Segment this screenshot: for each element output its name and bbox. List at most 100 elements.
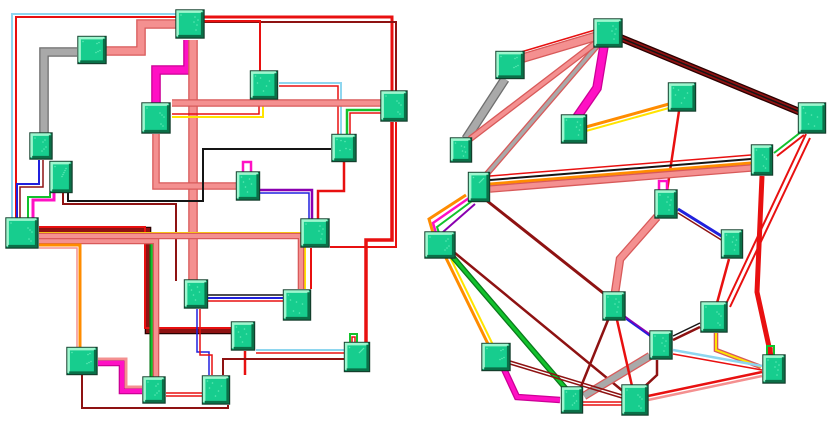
graph-edge[interactable] bbox=[316, 162, 346, 219]
graph-edge[interactable] bbox=[431, 196, 470, 234]
graph-edge[interactable] bbox=[444, 257, 491, 347]
node-body[interactable] bbox=[495, 50, 525, 80]
node-body[interactable] bbox=[467, 171, 491, 203]
graph-node[interactable] bbox=[49, 160, 73, 194]
graph-node[interactable] bbox=[602, 291, 626, 321]
graph-node[interactable] bbox=[282, 289, 312, 321]
node-body[interactable] bbox=[797, 102, 827, 134]
node-body[interactable] bbox=[621, 384, 649, 416]
graph-edge[interactable] bbox=[729, 137, 811, 308]
graph-edge[interactable] bbox=[19, 160, 44, 218]
node-body[interactable] bbox=[183, 279, 209, 309]
node-body[interactable] bbox=[667, 82, 697, 112]
graph-edge[interactable] bbox=[153, 134, 236, 189]
node-body[interactable] bbox=[720, 229, 744, 259]
node-body[interactable] bbox=[66, 346, 98, 376]
graph-node[interactable] bbox=[77, 35, 107, 65]
node-body[interactable] bbox=[142, 376, 166, 404]
graph-node[interactable] bbox=[495, 50, 525, 80]
graph-edge[interactable] bbox=[98, 357, 142, 389]
self-loop-edge[interactable] bbox=[241, 160, 253, 172]
graph-edge[interactable] bbox=[672, 348, 763, 368]
graph-edge[interactable] bbox=[522, 32, 598, 62]
graph-node[interactable] bbox=[183, 279, 209, 309]
graph-edge[interactable] bbox=[585, 102, 670, 129]
graph-edge[interactable] bbox=[62, 193, 177, 281]
graph-edge[interactable] bbox=[196, 309, 210, 375]
graph-node[interactable] bbox=[66, 346, 98, 376]
graph-node[interactable] bbox=[201, 375, 231, 405]
node-body[interactable] bbox=[654, 189, 678, 219]
graph-node[interactable] bbox=[797, 102, 827, 134]
graph-edge[interactable] bbox=[39, 243, 82, 347]
self-loop-edge[interactable] bbox=[351, 336, 356, 343]
graph-edge[interactable] bbox=[520, 29, 596, 53]
graph-node[interactable] bbox=[750, 144, 774, 176]
graph-edge[interactable] bbox=[715, 333, 762, 368]
graph-edge[interactable] bbox=[199, 309, 213, 375]
graph-edge[interactable] bbox=[442, 203, 476, 233]
node-body[interactable] bbox=[560, 386, 584, 414]
graph-edge[interactable] bbox=[677, 207, 724, 239]
node-body[interactable] bbox=[602, 291, 626, 321]
graph-node[interactable] bbox=[300, 218, 330, 248]
node-body[interactable] bbox=[560, 114, 588, 144]
graph-edge[interactable] bbox=[194, 15, 394, 93]
graph-edge[interactable] bbox=[39, 228, 231, 333]
graph-edge[interactable] bbox=[152, 40, 192, 104]
graph-edge[interactable] bbox=[665, 110, 681, 192]
graph-edge[interactable] bbox=[776, 134, 805, 157]
graph-edge[interactable] bbox=[279, 85, 339, 136]
graph-edge[interactable] bbox=[725, 133, 807, 305]
graph-edge[interactable] bbox=[204, 20, 261, 72]
graph-edge[interactable] bbox=[672, 353, 763, 371]
graph-edge[interactable] bbox=[509, 360, 623, 396]
graph-edge[interactable] bbox=[463, 77, 508, 141]
graph-node[interactable] bbox=[249, 70, 279, 100]
graph-edge[interactable] bbox=[260, 188, 314, 219]
node-body[interactable] bbox=[593, 18, 623, 48]
graph-edge[interactable] bbox=[39, 226, 231, 329]
graph-edge[interactable] bbox=[485, 198, 608, 298]
node-body[interactable] bbox=[331, 133, 357, 163]
graph-edge[interactable] bbox=[484, 44, 599, 177]
graph-edge[interactable] bbox=[449, 256, 494, 346]
graph-edge[interactable] bbox=[672, 322, 701, 337]
graph-edge[interactable] bbox=[647, 370, 763, 398]
graph-edge[interactable] bbox=[15, 16, 188, 220]
graph-node[interactable] bbox=[380, 90, 408, 122]
graph-node[interactable] bbox=[424, 231, 456, 259]
node-body[interactable] bbox=[282, 289, 312, 321]
graph-edge[interactable] bbox=[222, 358, 344, 375]
graph-edge[interactable] bbox=[502, 368, 561, 402]
graph-node[interactable] bbox=[560, 114, 588, 144]
graph-edge[interactable] bbox=[279, 82, 342, 136]
graph-node[interactable] bbox=[449, 137, 473, 163]
graph-edge[interactable] bbox=[578, 319, 610, 390]
node-body[interactable] bbox=[343, 341, 371, 373]
graph-edge[interactable] bbox=[39, 247, 78, 347]
graph-node[interactable] bbox=[481, 342, 511, 372]
graph-edge[interactable] bbox=[427, 193, 467, 234]
node-body[interactable] bbox=[762, 354, 786, 384]
node-body[interactable] bbox=[700, 301, 728, 333]
self-loop-edge[interactable] bbox=[349, 333, 358, 343]
graph-node[interactable] bbox=[331, 133, 357, 163]
graph-edge[interactable] bbox=[39, 239, 158, 377]
self-loop-edge[interactable] bbox=[766, 345, 775, 356]
graph-edge[interactable] bbox=[773, 131, 802, 154]
graph-edge[interactable] bbox=[67, 148, 331, 202]
graph-node[interactable] bbox=[762, 354, 786, 384]
self-loop-edge[interactable] bbox=[768, 347, 773, 354]
graph-edge[interactable] bbox=[615, 319, 634, 387]
graph-edge[interactable] bbox=[585, 107, 670, 132]
graph-node[interactable] bbox=[467, 171, 491, 203]
graph-edge[interactable] bbox=[623, 315, 653, 337]
node-body[interactable] bbox=[481, 342, 511, 372]
graph-edge[interactable] bbox=[489, 154, 752, 177]
graph-edge[interactable] bbox=[435, 200, 473, 234]
graph-edge[interactable] bbox=[574, 45, 608, 119]
graph-node[interactable] bbox=[654, 189, 678, 219]
node-body[interactable] bbox=[230, 321, 256, 351]
graph-edge[interactable] bbox=[489, 158, 752, 181]
